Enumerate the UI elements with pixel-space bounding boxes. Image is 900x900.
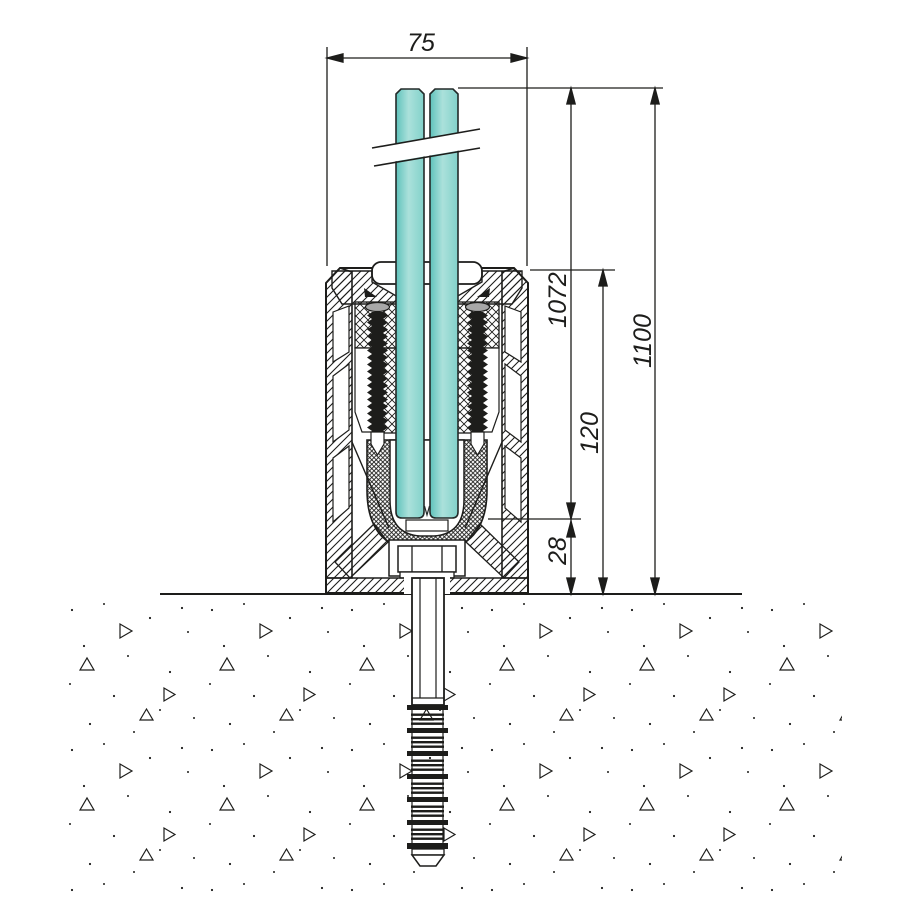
dimension-label-width: 75 <box>407 29 435 57</box>
interlayer-tip <box>423 505 431 518</box>
dimension-label-total-height: 1100 <box>629 314 657 368</box>
setting-block <box>405 519 449 532</box>
concrete-anchor-bolt <box>407 577 448 867</box>
hex-bolt-head <box>397 545 457 573</box>
glass-pane-left <box>395 88 425 519</box>
profile-top-dome <box>371 261 483 285</box>
cap-hook-right <box>477 288 490 297</box>
base-profile <box>325 261 529 594</box>
dimension-label-glass-height: 1072 <box>544 272 572 328</box>
cap-hook-left <box>364 288 377 297</box>
break-line-lower <box>373 147 481 167</box>
extrusion-cavities <box>332 305 522 524</box>
concrete-texture <box>62 598 842 893</box>
break-gap <box>372 129 480 165</box>
anchor-ribbed-section <box>407 705 448 843</box>
clamp-screw-right <box>464 301 491 457</box>
clamp-screw-left <box>364 301 391 457</box>
dimension-label-profile-height: 120 <box>576 412 604 454</box>
dimension-annotations: 75 1072 1100 120 28 <box>326 29 663 595</box>
laminated-glass-panel <box>371 88 481 519</box>
anchor-sleeve <box>411 577 445 706</box>
screw-head-left <box>364 301 391 313</box>
screw-head-right <box>464 301 491 313</box>
break-line-upper <box>371 128 481 149</box>
glass-pane-right <box>429 88 459 519</box>
anchor-tip <box>410 854 446 867</box>
dimension-label-bottom-offset: 28 <box>544 537 572 566</box>
